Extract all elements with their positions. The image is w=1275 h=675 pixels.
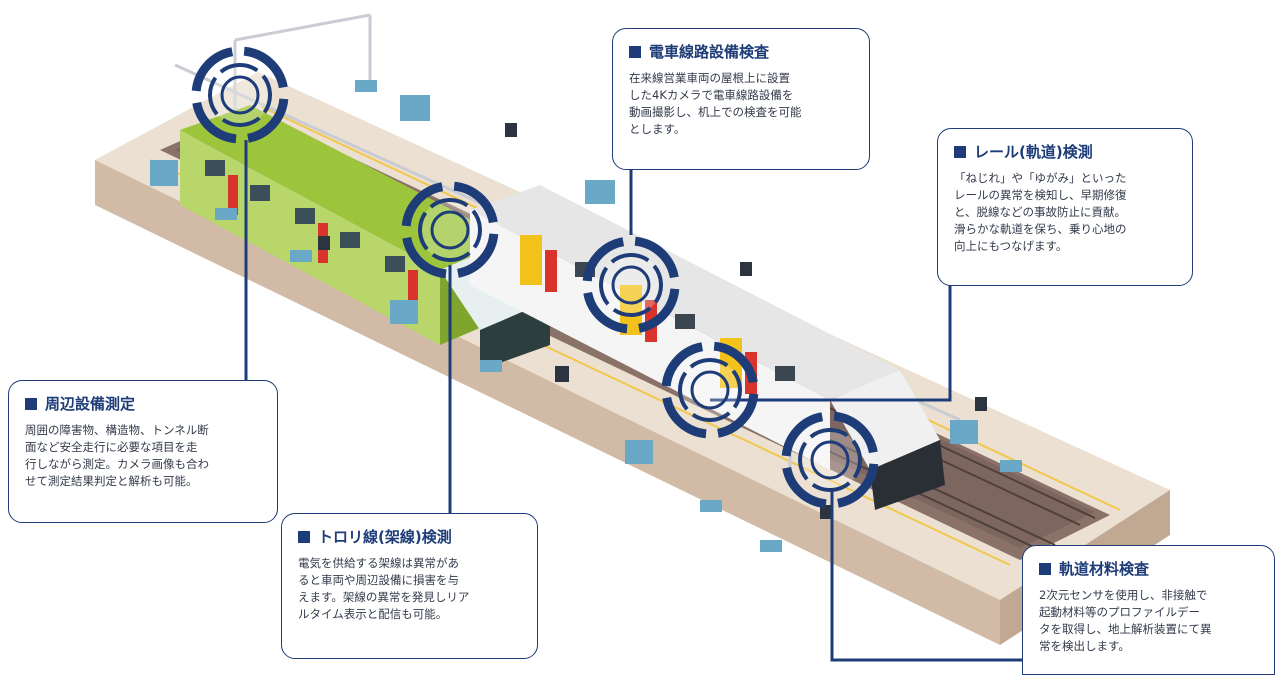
body-line: 2次元センサを使用し、非接触で [1039, 588, 1208, 602]
body-line: 滑らかな軌道を保ち、乗り心地の [954, 222, 1127, 236]
sensor-target-markers [191, 46, 879, 509]
body-line: とします。 [629, 122, 686, 136]
body-line: 面など安全走行に必要な項目を走 [25, 440, 198, 454]
callout-title: 周辺設備測定 [45, 395, 136, 413]
title-bullet-square [25, 397, 37, 410]
title-bullet-square [1039, 562, 1051, 575]
body-line: 「ねじれ」や「ゆがみ」といった [954, 171, 1127, 185]
body-line: 動画撮影し、机上での検査を可能 [629, 105, 802, 119]
callout-track-material-inspection: 軌道材料検査 2次元センサを使用し、非接触で 起動材料等のプロファイルデー タを… [1022, 545, 1275, 675]
callout-body: 在来線営業車両の屋根上に設置 した4Kカメラで電車線路設備を 動画撮影し、机上で… [629, 70, 853, 138]
body-line: 起動材料等のプロファイルデー [1039, 605, 1200, 619]
platform-furniture [150, 80, 1022, 552]
platform-side-left [95, 160, 1000, 645]
callout-title: レール(軌道)検測 [974, 143, 1093, 161]
title-bullet-square [298, 530, 310, 543]
body-line: 向上にもつなげます。 [954, 239, 1068, 253]
target-reticle [582, 236, 680, 334]
body-line: 行しながら測定。カメラ画像も合わ [25, 457, 209, 471]
callout-body: 電気を供給する架線は異常があ ると車両や周辺設備に損害を与 えます。架線の異常を… [298, 555, 521, 623]
body-line: ると車両や周辺設備に損害を与 [298, 573, 459, 587]
callout-overhead-line-inspection: 電車線路設備検査 在来線営業車両の屋根上に設置 した4Kカメラで電車線路設備を … [612, 28, 870, 170]
target-reticle [401, 181, 499, 279]
train-yellow-white [470, 185, 945, 510]
target-reticle [661, 341, 759, 439]
title-bullet-square [629, 45, 641, 58]
callout-trolley-wire-measurement: トロリ線(架線)検測 電気を供給する架線は異常があ ると車両や周辺設備に損害を与… [281, 513, 538, 659]
callout-title: 軌道材料検査 [1059, 560, 1150, 578]
callout-surrounding-equipment-measurement: 周辺設備測定 周囲の障害物、構造物、トンネル断 面など安全走行に必要な項目を走 … [8, 380, 278, 523]
body-line: 電気を供給する架線は異常があ [298, 556, 459, 570]
body-line: 在来線営業車両の屋根上に設置 [629, 71, 790, 85]
callout-body: 2次元センサを使用し、非接触で 起動材料等のプロファイルデー タを取得し、地上解… [1039, 587, 1258, 655]
callout-title: 電車線路設備検査 [649, 43, 770, 61]
target-reticle [191, 46, 289, 144]
callout-body: 「ねじれ」や「ゆがみ」といった レールの異常を検知し、早期修復 と、脱線などの事… [954, 170, 1176, 255]
body-line: せて測定結果判定と解析も可能。 [25, 474, 198, 488]
target-reticle [781, 411, 879, 509]
body-line: タを取得し、地上解析装置にて異 [1039, 622, 1212, 636]
body-line: 常を検出します。 [1039, 639, 1130, 653]
title-bullet-square [954, 145, 966, 158]
body-line: した4Kカメラで電車線路設備を [629, 88, 794, 102]
body-line: と、脱線などの事故防止に貢献。 [954, 205, 1127, 219]
info-signs [318, 123, 987, 519]
callout-title: トロリ線(架線)検測 [318, 528, 452, 546]
body-line: えます。架線の異常を発見しリア [298, 590, 470, 604]
leader-lines [244, 140, 1030, 662]
body-line: 周囲の障害物、構造物、トンネル断 [25, 423, 209, 437]
callout-body: 周囲の障害物、構造物、トンネル断 面など安全走行に必要な項目を走 行しながら測定… [25, 422, 261, 490]
body-line: レールの異常を検知し、早期修復 [954, 188, 1127, 202]
body-line: ルタイム表示と配信も可能。 [298, 607, 448, 621]
callout-rail-track-measurement: レール(軌道)検測 「ねじれ」や「ゆがみ」といった レールの異常を検知し、早期修… [937, 128, 1193, 286]
